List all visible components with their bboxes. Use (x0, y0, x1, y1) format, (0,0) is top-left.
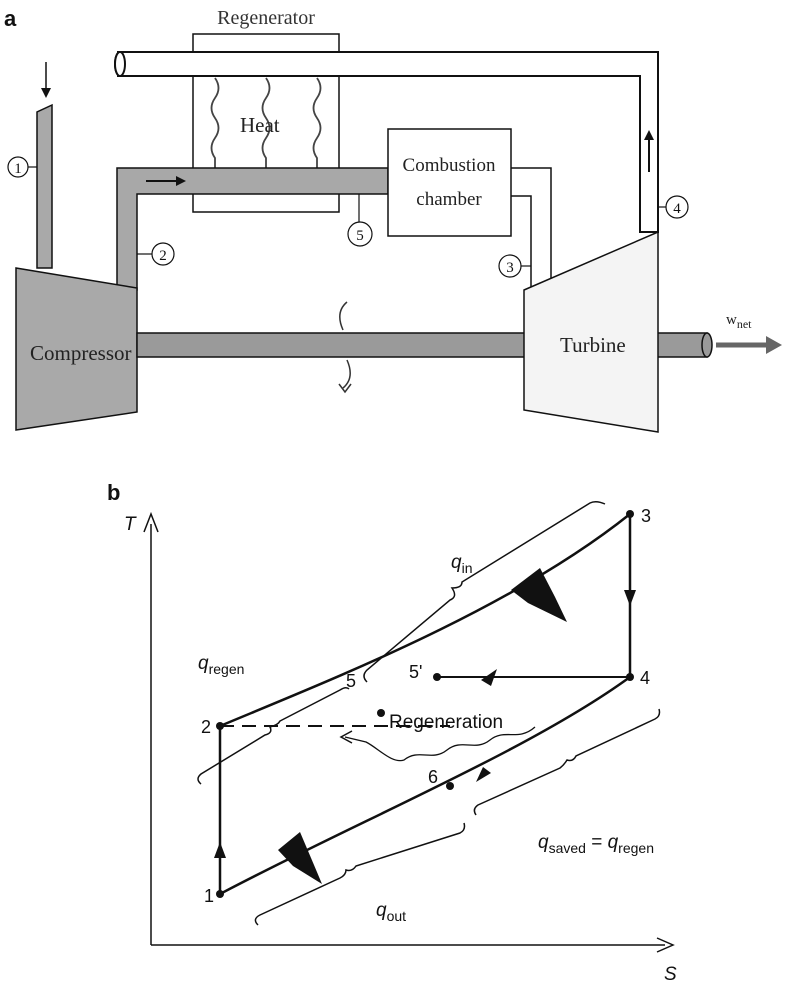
state-point-2: 2 (137, 242, 175, 266)
point-5-label: 5 (346, 671, 356, 691)
q-saved-brace (473, 708, 661, 816)
regeneration-arrow (344, 726, 536, 762)
q-in-brace (363, 500, 606, 683)
svg-text:5: 5 (356, 228, 364, 244)
state-point-1: 1 (7, 156, 37, 178)
panel-a: a Regenerator Heat (4, 6, 782, 433)
q-in-label: qin (451, 552, 472, 576)
svg-text:4: 4 (673, 201, 681, 217)
state-point-5: 5 (347, 194, 373, 247)
point-6-label: 6 (428, 767, 438, 787)
q-regen-brace (197, 686, 350, 785)
compressor-label: Compressor (30, 341, 132, 365)
compressed-air-pipe (116, 167, 389, 291)
q-out-label: qout (376, 900, 406, 924)
process-4-1 (219, 675, 631, 896)
panel-b-label: b (107, 480, 120, 505)
point-4-label: 4 (640, 668, 650, 688)
point-3-label: 3 (641, 506, 651, 526)
combustion-label-line1: Combustion (403, 155, 496, 176)
q-regen-label: qregen (198, 653, 244, 677)
cycle-points (216, 510, 634, 898)
state-point-3: 3 (498, 254, 531, 278)
compressor (15, 267, 138, 431)
regenerator-label: Regenerator (217, 7, 315, 29)
panel-b: b T S 1 2 3 4 5 5' (107, 480, 677, 985)
panel-a-label: a (4, 6, 17, 31)
combustion-chamber (387, 128, 512, 237)
heat-out-arrow (278, 832, 322, 884)
turbine (523, 230, 659, 433)
state-point-4: 4 (658, 195, 689, 219)
heat-in-arrow (511, 568, 567, 622)
hot-gas-pipe (511, 167, 552, 290)
inlet-pipe (36, 62, 53, 269)
q-out-brace (254, 822, 466, 926)
q-saved-label: qsaved = qregen (538, 832, 654, 856)
svg-text:2: 2 (159, 248, 167, 264)
process-2-3 (219, 513, 631, 728)
point-5prime-label: 5' (409, 662, 422, 682)
svg-text:1: 1 (14, 161, 22, 177)
svg-text:3: 3 (506, 260, 514, 276)
s-axis-label: S (664, 964, 677, 985)
point-2-label: 2 (201, 717, 211, 737)
point-1-label: 1 (204, 886, 214, 906)
heat-label: Heat (240, 113, 280, 137)
net-work-label: wnet (726, 312, 752, 331)
turbine-label: Turbine (560, 333, 626, 357)
rotation-icon (339, 301, 351, 389)
regeneration-label: Regeneration (389, 712, 503, 733)
combustion-label-line2: chamber (416, 189, 482, 210)
t-axis-label: T (124, 514, 137, 535)
